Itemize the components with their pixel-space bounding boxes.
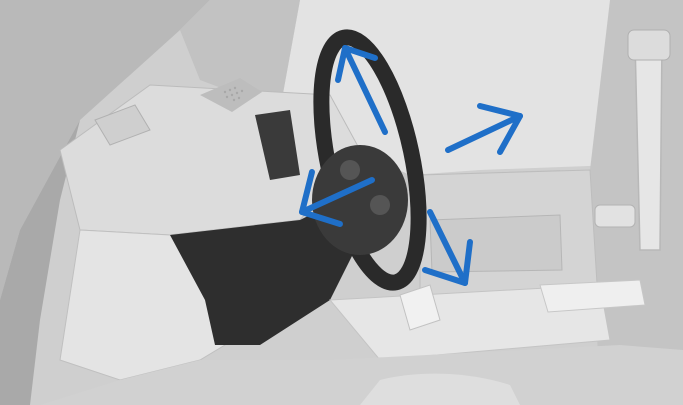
- seatbelt-anchor: [628, 30, 670, 60]
- steering-button-right: [370, 195, 390, 215]
- seatbelt-buckle: [595, 205, 635, 227]
- steering-button-top: [340, 160, 360, 180]
- seatbelt: [635, 40, 662, 250]
- door-trim: [430, 215, 562, 272]
